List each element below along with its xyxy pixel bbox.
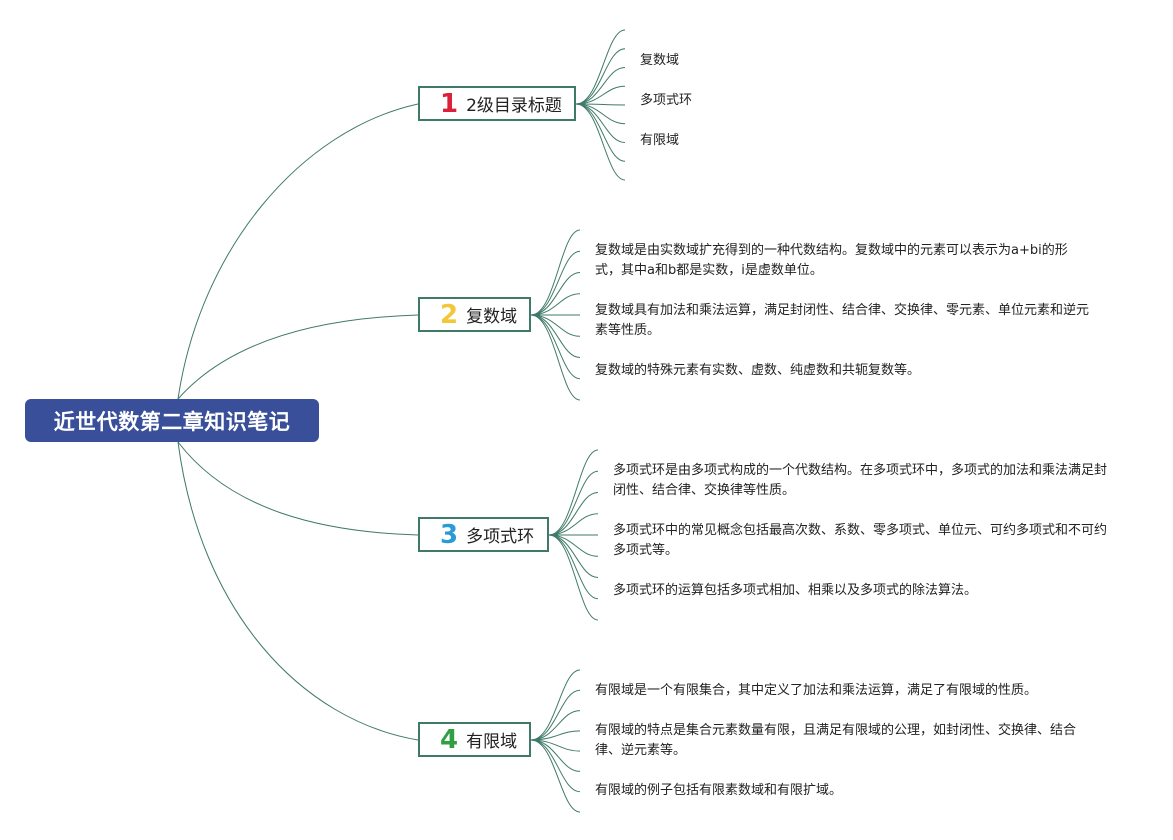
leaf-4-1[interactable]: 有限域是一个有限集合，其中定义了加法和乘法运算，满足了有限域的性质。 xyxy=(595,683,1038,698)
fan-curve-2-9 xyxy=(530,314,581,401)
leaf-1-1[interactable]: 复数域 xyxy=(640,53,680,68)
branch-title-3: 多项式环 xyxy=(466,527,535,547)
fan-curve-4-8 xyxy=(530,739,581,813)
fan-curve-3-3 xyxy=(548,492,599,536)
root-branch-4-curve xyxy=(177,441,419,741)
leaf-2-3[interactable]: 复数域的特殊元素有实数、虚数、纯虚数和共轭复数等。 xyxy=(595,363,921,378)
branch-title-2: 复数域 xyxy=(466,307,518,327)
root-branch-1-curve xyxy=(177,103,419,400)
branch-node-2[interactable]: 2 复数域 xyxy=(418,297,531,332)
fan-curve-1-9 xyxy=(575,103,626,181)
branch-number-2: 2 xyxy=(440,299,459,330)
fan-curve-2-1 xyxy=(530,229,581,316)
leaf-3-3[interactable]: 多项式环的运算包括多项式相加、相乘以及多项式的除法算法。 xyxy=(613,583,978,598)
fan-curve-1-4 xyxy=(575,85,626,105)
branch-title-1: 2级目录标题 xyxy=(466,96,562,116)
leaf-4-2[interactable]: 有限域的特点是集合元素数量有限，且满足有限域的公理，如封闭性、交换律、结合律、逆… xyxy=(595,723,1077,758)
branch-title-4: 有限域 xyxy=(466,732,518,752)
fan-curve-2-2 xyxy=(530,250,581,316)
fan-curve-4-2 xyxy=(530,689,581,741)
fan-curve-4-3 xyxy=(530,710,581,741)
branch-number-3: 3 xyxy=(440,519,459,550)
root-branch-3-curve xyxy=(177,441,419,536)
leaf-4-3[interactable]: 有限域的例子包括有限素数域和有限扩域。 xyxy=(595,783,843,798)
fan-curve-1-1 xyxy=(575,29,626,105)
fan-curve-4-1 xyxy=(530,669,581,741)
leaf-2-1[interactable]: 复数域是由实数域扩充得到的一种代数结构。复数域中的元素可以表示为a+bi的形式，… xyxy=(595,243,1068,278)
leaf-3-2[interactable]: 多项式环中的常见概念包括最高次数、系数、零多项式、单位元、可约多项式和不可约多项… xyxy=(613,523,1108,558)
fan-curve-3-7 xyxy=(548,534,599,578)
fan-curve-3-9 xyxy=(548,534,599,621)
leaf-1-3[interactable]: 有限域 xyxy=(640,133,680,148)
fan-curve-3-2 xyxy=(548,470,599,536)
fan-curve-2-4 xyxy=(530,293,581,316)
fan-curve-2-7 xyxy=(530,314,581,358)
leaf-2-2[interactable]: 复数域具有加法和乘法运算，满足封闭性、结合律、交换律、零元素、单位元素和逆元素等… xyxy=(595,303,1090,338)
root-node[interactable]: 近世代数第二章知识笔记 xyxy=(25,399,319,442)
root-branch-2-curve xyxy=(177,314,419,400)
fan-curve-3-1 xyxy=(548,449,599,536)
leaf-1-2[interactable]: 多项式环 xyxy=(640,93,693,108)
fan-curve-2-3 xyxy=(530,272,581,316)
leaf-3-1[interactable]: 多项式环是由多项式构成的一个代数结构。在多项式环中，多项式的加法和乘法满足封闭性… xyxy=(613,463,1108,498)
fan-curve-1-3 xyxy=(575,67,626,105)
fan-curve-1-2 xyxy=(575,48,626,105)
branch-number-4: 4 xyxy=(440,724,459,755)
fan-curve-4-7 xyxy=(530,739,581,793)
branch-node-3[interactable]: 3 多项式环 xyxy=(418,517,549,552)
branch-node-1[interactable]: 1 2级目录标题 xyxy=(418,86,576,121)
branch-node-4[interactable]: 4 有限域 xyxy=(418,722,531,757)
branch-number-1: 1 xyxy=(440,88,459,119)
root-title: 近世代数第二章知识笔记 xyxy=(53,409,291,434)
fan-curve-3-4 xyxy=(548,513,599,536)
